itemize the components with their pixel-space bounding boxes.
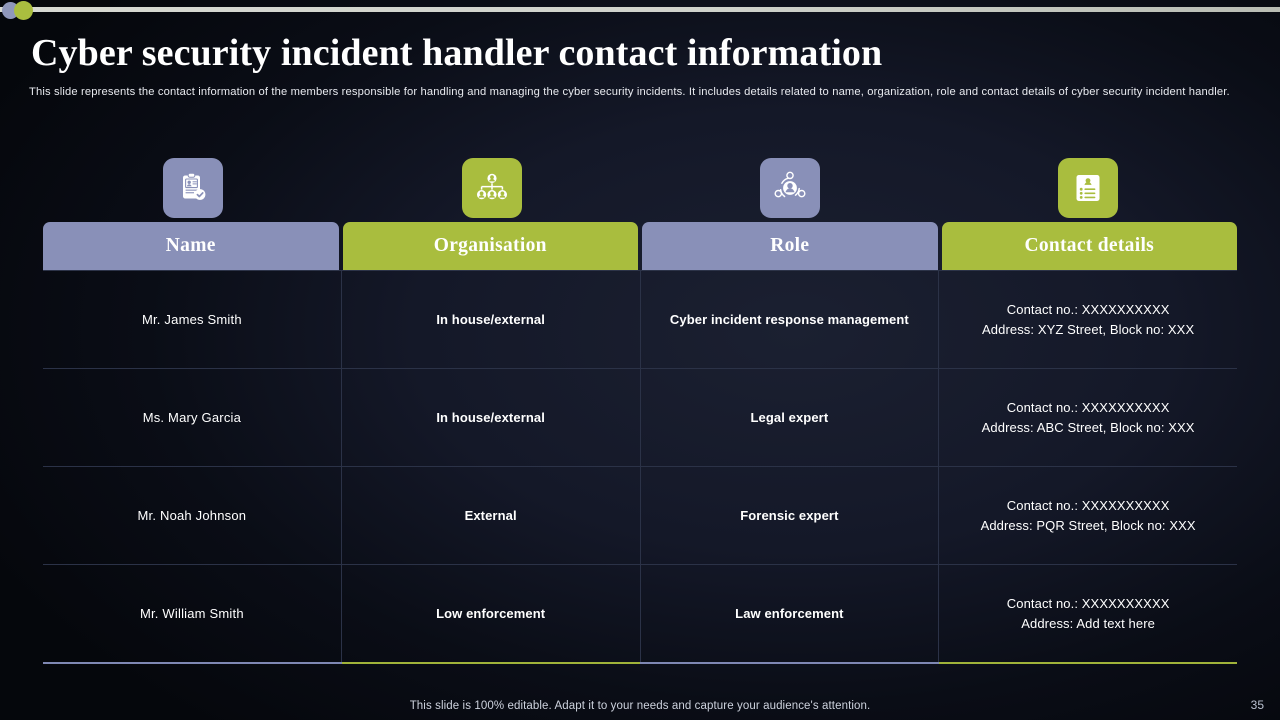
- cell-organisation: External: [340, 467, 640, 564]
- contact-card-icon: [1071, 171, 1105, 205]
- id-clipboard-icon: [176, 171, 210, 205]
- contact-card-icon-badge: [1058, 158, 1118, 218]
- table-row: Mr. Noah Johnson External Forensic exper…: [43, 466, 1237, 564]
- cell-contact-details: Contact no.: XXXXXXXXXX Address: Add tex…: [938, 565, 1237, 662]
- cell-role: Law enforcement: [639, 565, 939, 662]
- cell-role: Cyber incident response management: [639, 271, 939, 368]
- page-number: 35: [1250, 698, 1264, 712]
- cell-organisation: Low enforcement: [340, 565, 640, 662]
- page-title: Cyber security incident handler contact …: [31, 32, 883, 74]
- table-row: Mr. James Smith In house/external Cyber …: [43, 271, 1237, 368]
- contact-address: Address: PQR Street, Block no: XXX: [980, 517, 1196, 533]
- contact-address: Address: ABC Street, Block no: XXX: [981, 419, 1195, 435]
- contact-number: Contact no.: XXXXXXXXXX: [1006, 497, 1170, 513]
- bottom-accent-name: [43, 662, 342, 664]
- table-header-row: Name Organisation Role Contact details: [43, 222, 1237, 270]
- table-bottom-accent: [43, 662, 1237, 665]
- contact-number: Contact no.: XXXXXXXXXX: [1006, 301, 1170, 317]
- contact-number: Contact no.: XXXXXXXXXX: [1006, 399, 1170, 415]
- cell-organisation: In house/external: [340, 271, 640, 368]
- contact-address: Address: XYZ Street, Block no: XXX: [982, 321, 1195, 337]
- cell-name: Mr. James Smith: [141, 311, 242, 327]
- table-body: Mr. James Smith In house/external Cyber …: [43, 270, 1237, 662]
- org-chart-icon: [475, 171, 509, 205]
- org-chart-icon-badge: [462, 158, 522, 218]
- user-role-icon: [773, 171, 807, 205]
- bottom-accent-role: [640, 662, 939, 664]
- footer-note: This slide is 100% editable. Adapt it to…: [409, 700, 871, 712]
- id-clipboard-icon-badge: [163, 158, 223, 218]
- bottom-accent-contact: [938, 662, 1237, 664]
- cell-contact-details: Contact no.: XXXXXXXXXX Address: ABC Str…: [938, 369, 1237, 466]
- cell-role: Legal expert: [639, 369, 939, 466]
- column-icons-row: [43, 158, 1237, 220]
- contact-number: Contact no.: XXXXXXXXXX: [1006, 595, 1170, 611]
- cell-name: Mr. William Smith: [139, 605, 244, 621]
- column-header-organisation: Organisation: [342, 222, 638, 270]
- column-header-name: Name: [43, 222, 339, 270]
- top-accent-bar: [0, 7, 1280, 12]
- column-header-contact-details: Contact details: [941, 222, 1237, 270]
- cell-contact-details: Contact no.: XXXXXXXXXX Address: PQR Str…: [938, 467, 1237, 564]
- cell-name: Mr. Noah Johnson: [137, 507, 247, 523]
- cell-name: Ms. Mary Garcia: [142, 409, 242, 425]
- cell-contact-details: Contact no.: XXXXXXXXXX Address: XYZ Str…: [938, 271, 1237, 368]
- contact-address: Address: Add text here: [1021, 615, 1155, 631]
- decor-dot-green-icon: [14, 1, 33, 20]
- page-subtitle: This slide represents the contact inform…: [29, 86, 1230, 98]
- user-role-icon-badge: [760, 158, 820, 218]
- table-row: Mr. William Smith Low enforcement Law en…: [43, 564, 1237, 662]
- cell-organisation: In house/external: [340, 369, 640, 466]
- table-row: Ms. Mary Garcia In house/external Legal …: [43, 368, 1237, 466]
- column-header-role: Role: [642, 222, 938, 270]
- contact-table: Name Organisation Role Contact details M…: [43, 222, 1237, 665]
- bottom-accent-organisation: [341, 662, 640, 664]
- cell-role: Forensic expert: [639, 467, 939, 564]
